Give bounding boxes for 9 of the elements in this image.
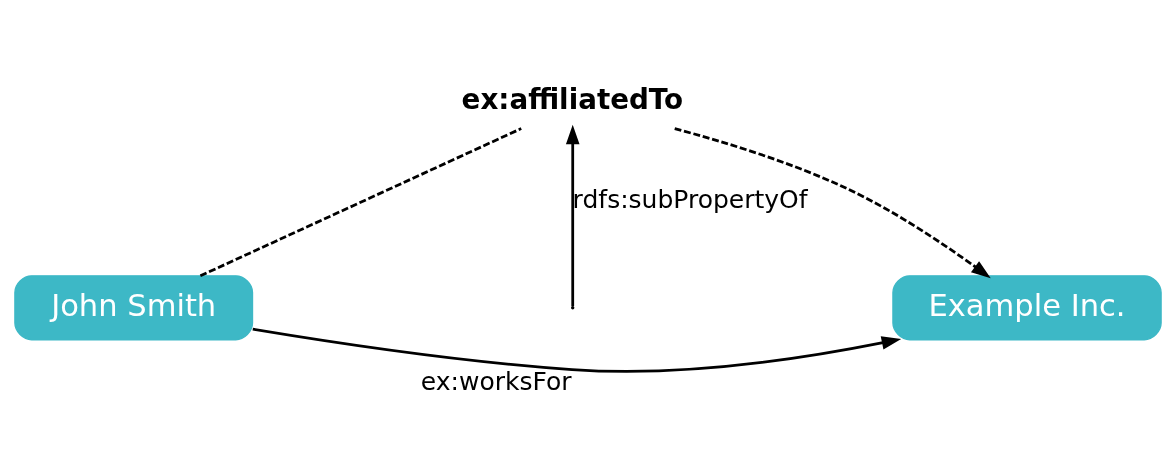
edge-label: rdfs:subPropertyOf (572, 185, 808, 215)
node-box: John Smith (14, 275, 254, 341)
node-box: Example Inc. (892, 275, 1162, 341)
edge-label: ex:worksFor (420, 366, 572, 396)
arrow (674, 127, 991, 279)
node-text: ex:affiliatedTo (461, 83, 684, 117)
arrow (252, 327, 902, 373)
connector (199, 127, 522, 278)
arrow (565, 124, 580, 307)
